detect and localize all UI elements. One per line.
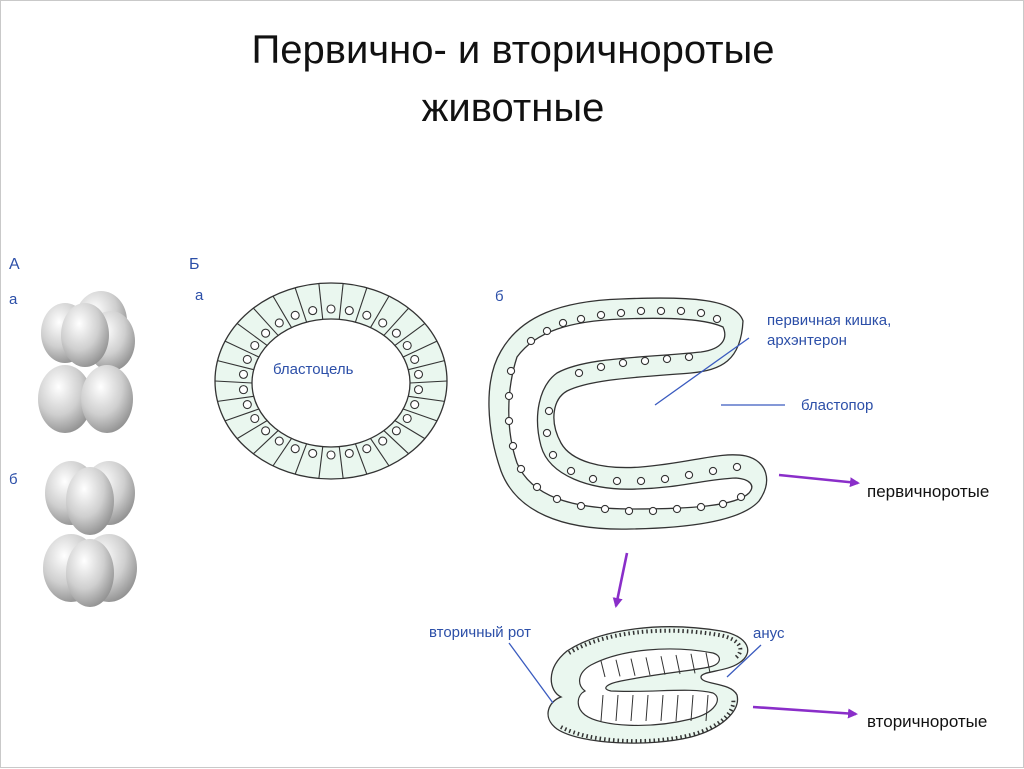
arrow-to-protostomes (778, 473, 860, 488)
gastrula (488, 297, 768, 530)
title-line-2: животные (421, 86, 605, 130)
panel-a-label: А (9, 256, 20, 273)
protostomes-label: первичноротые (867, 482, 989, 501)
deuterostome-embryo (547, 626, 749, 744)
spiral-cleavage-embryo (38, 291, 135, 433)
panel-b-label: Б (189, 256, 200, 273)
panel-b-sub-b-label: б (495, 288, 504, 305)
anus-leader (726, 644, 762, 678)
panel-b-sub-a-label: а (195, 287, 204, 304)
archenteron-leader (654, 337, 750, 406)
arrow-to-deuterostomes (752, 705, 858, 719)
deuterostomes-label: вторичноротые (867, 712, 987, 731)
panel-a-row-b-label: б (9, 471, 18, 488)
archenteron-label-line-2: архэнтерон (767, 332, 847, 349)
blastocoel-label: бластоцель (273, 361, 354, 378)
blastula (214, 282, 448, 480)
panel-a-row-a-label: а (9, 291, 18, 308)
slide-title: Первично- и вторичноротые животные (1, 21, 1024, 137)
archenteron-label-line-1: первичная кишка, (767, 312, 891, 329)
blastopore-label: бластопор (801, 397, 873, 414)
title-line-1: Первично- и вторичноротые (251, 28, 775, 72)
arrow-to-deuterostome (612, 552, 629, 608)
secondary-mouth-label: вторичный рот (429, 624, 531, 641)
anus-label: анус (753, 625, 785, 642)
radial-cleavage-embryo (43, 461, 137, 607)
secondary-mouth-leader (508, 642, 554, 704)
